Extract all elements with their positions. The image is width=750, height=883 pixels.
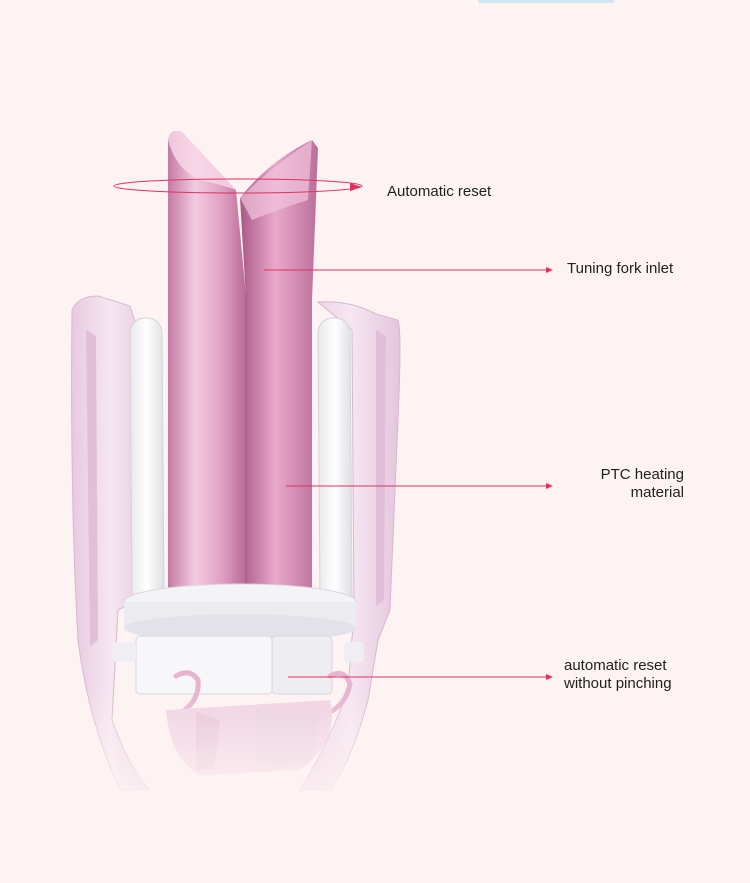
bottom-fade xyxy=(0,690,750,810)
rotation-arrow-icon xyxy=(113,178,363,194)
label-ptc-line1: PTC heating xyxy=(600,466,684,483)
white-prongs xyxy=(129,317,353,601)
label-ptc-line2: material xyxy=(630,484,684,501)
label-pinch-line1: automatic reset xyxy=(564,657,667,674)
heating-barrels xyxy=(168,131,318,596)
rotating-base xyxy=(112,583,364,695)
label-tuning-fork-inlet-text: Tuning fork inlet xyxy=(567,260,674,277)
top-accent-bar xyxy=(478,0,614,3)
label-tuning-fork-inlet: Tuning fork inlet xyxy=(567,260,673,278)
label-ptc-heating-material: PTC heating material xyxy=(560,466,684,502)
leader-lines xyxy=(264,267,553,680)
label-automatic-reset-without-pinching: automatic reset without pinching xyxy=(564,657,672,693)
label-pinch-line2: without pinching xyxy=(564,675,672,692)
label-automatic-reset-text: Automatic reset xyxy=(387,183,492,200)
label-automatic-reset: Automatic reset xyxy=(387,183,491,201)
